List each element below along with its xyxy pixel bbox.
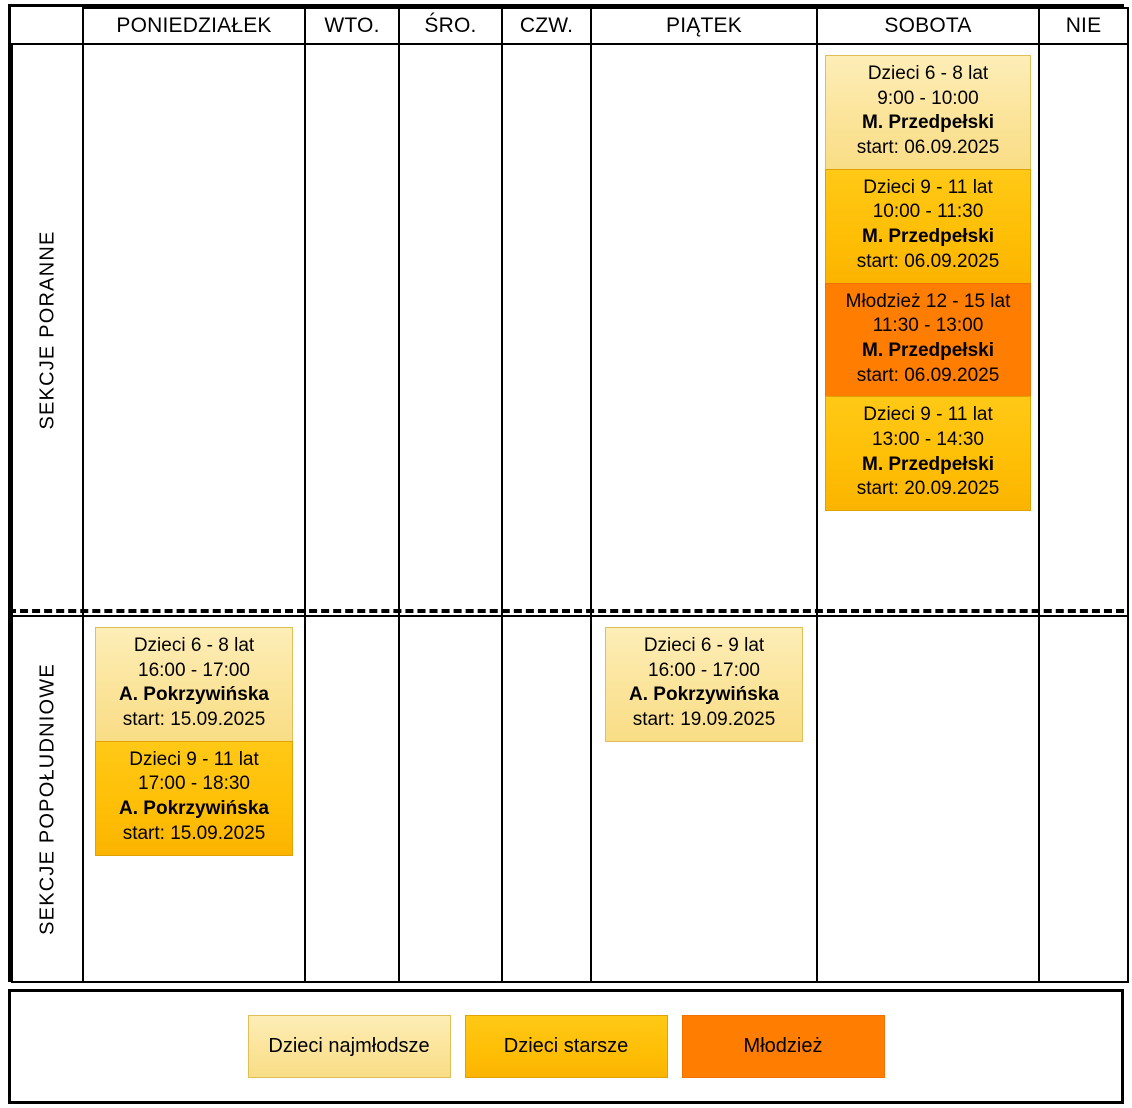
card-time: 13:00 - 14:30 xyxy=(872,428,984,450)
class-card[interactable]: Dzieci 6 - 8 lat 9:00 - 10:00 M. Przedpełs… xyxy=(825,55,1031,170)
card-teacher: M. Przedpełski xyxy=(862,112,994,134)
column-header-sroda: ŚRO. xyxy=(398,7,503,45)
card-start-date: start: 15.09.2025 xyxy=(122,822,266,844)
card-time: 11:30 - 13:00 xyxy=(872,315,984,337)
header-corner-cell xyxy=(12,8,84,45)
cell-morning-wtorek xyxy=(304,43,400,617)
class-card[interactable]: Dzieci 6 - 9 lat 16:00 - 17:00 A. Pokrzywi… xyxy=(605,627,803,742)
card-teacher: M. Przedpełski xyxy=(862,339,994,361)
row-label-text: SEKCJE PORANNE xyxy=(36,230,58,430)
column-header-poniedzialek: PONIEDZIAŁEK xyxy=(82,7,306,45)
card-time: 16:00 - 17:00 xyxy=(648,659,760,681)
cell-morning-czwartek xyxy=(501,43,592,617)
card-teacher: A. Pokrzywińska xyxy=(629,684,779,706)
card-group: Dzieci 9 - 11 lat xyxy=(129,748,259,770)
card-stack: Dzieci 6 - 8 lat 16:00 - 17:00 A. Pokrzywi… xyxy=(84,621,304,856)
class-card[interactable]: Dzieci 9 - 11 lat 17:00 - 18:30 A. Pokrzyw… xyxy=(95,740,293,856)
class-card[interactable]: Dzieci 6 - 8 lat 16:00 - 17:00 A. Pokrzywi… xyxy=(95,627,293,742)
card-group: Dzieci 6 - 8 lat xyxy=(133,635,255,656)
card-teacher: M. Przedpełski xyxy=(862,453,994,475)
cell-morning-poniedzialek xyxy=(82,43,306,617)
card-start-date: start: 06.09.2025 xyxy=(856,250,1000,272)
card-start-date: start: 19.09.2025 xyxy=(632,709,776,731)
card-start-date: start: 06.09.2025 xyxy=(856,137,1000,159)
column-header-niedziela: NIE xyxy=(1038,7,1129,45)
card-time: 17:00 - 18:30 xyxy=(138,773,250,795)
card-group: Młodzież 12 - 15 lat xyxy=(845,290,1011,312)
legend-item-label: Dzieci najmłodsze xyxy=(268,1035,430,1057)
schedule-row-morning: SEKCJE PORANNE Dzieci 6 - 8 lat 9:00 - 10:… xyxy=(11,43,1129,617)
row-label-afternoon: SEKCJE POPOŁUDNIOWE xyxy=(11,615,84,983)
row-label-text: SEKCJE POPOŁUDNIOWE xyxy=(36,663,58,935)
cell-afternoon-wtorek xyxy=(304,615,400,983)
card-time: 9:00 - 10:00 xyxy=(877,87,979,109)
card-teacher: A. Pokrzywińska xyxy=(119,798,269,820)
card-start-date: start: 06.09.2025 xyxy=(856,364,1000,386)
card-stack: Dzieci 6 - 8 lat 9:00 - 10:00 M. Przedpełs… xyxy=(818,49,1038,511)
column-header-sobota: SOBOTA xyxy=(816,7,1040,45)
card-teacher: A. Pokrzywińska xyxy=(119,684,269,706)
card-teacher: M. Przedpełski xyxy=(862,226,994,248)
morning-afternoon-divider xyxy=(8,609,1124,613)
cell-morning-sroda xyxy=(398,43,503,617)
row-label-morning: SEKCJE PORANNE xyxy=(11,43,84,617)
cell-morning-piatek xyxy=(590,43,818,617)
cell-afternoon-czwartek xyxy=(501,615,592,983)
legend-item-label: Młodzież xyxy=(743,1035,823,1057)
legend-item-1: Dzieci starsze xyxy=(464,1015,668,1078)
column-header-wtorek: WTO. xyxy=(304,7,400,45)
cell-afternoon-sobota xyxy=(816,615,1040,983)
card-group: Dzieci 6 - 9 lat xyxy=(643,635,765,656)
card-group: Dzieci 9 - 11 lat xyxy=(863,404,993,426)
card-stack: Dzieci 6 - 9 lat 16:00 - 17:00 A. Pokrzywi… xyxy=(592,621,816,742)
cell-afternoon-sroda xyxy=(398,615,503,983)
column-header-czwartek: CZW. xyxy=(501,7,592,45)
class-card[interactable]: Dzieci 9 - 11 lat 10:00 - 11:30 M. Przedpe… xyxy=(825,168,1031,284)
cell-afternoon-niedziela xyxy=(1038,615,1129,983)
card-group: Dzieci 9 - 11 lat xyxy=(863,176,993,198)
cell-afternoon-poniedzialek: Dzieci 6 - 8 lat 16:00 - 17:00 A. Pokrzywi… xyxy=(82,615,306,983)
card-start-date: start: 15.09.2025 xyxy=(122,709,266,731)
card-group: Dzieci 6 - 8 lat xyxy=(867,63,989,84)
cell-morning-sobota: Dzieci 6 - 8 lat 9:00 - 10:00 M. Przedpełs… xyxy=(816,43,1040,617)
cell-afternoon-piatek: Dzieci 6 - 9 lat 16:00 - 17:00 A. Pokrzywi… xyxy=(590,615,818,983)
card-time: 16:00 - 17:00 xyxy=(138,659,250,681)
cell-morning-niedziela xyxy=(1038,43,1129,617)
schedule-row-afternoon: SEKCJE POPOŁUDNIOWE Dzieci 6 - 8 lat 16:00… xyxy=(11,615,1129,983)
legend: Dzieci najmłodsze Dzieci starsze Młodzież xyxy=(8,989,1124,1104)
card-start-date: start: 20.09.2025 xyxy=(856,478,1000,500)
legend-item-label: Dzieci starsze xyxy=(503,1035,629,1057)
legend-item-2: Młodzież xyxy=(681,1015,885,1078)
column-header-piatek: PIĄTEK xyxy=(590,7,818,45)
card-time: 10:00 - 11:30 xyxy=(872,201,984,223)
legend-item-0: Dzieci najmłodsze xyxy=(247,1015,451,1078)
